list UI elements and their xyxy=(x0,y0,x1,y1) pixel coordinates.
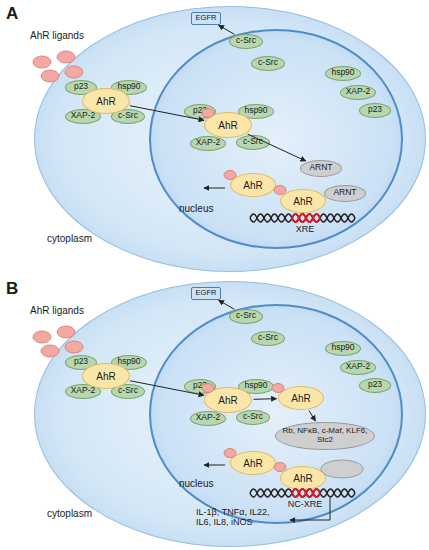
annotation-label: AhR ligands xyxy=(30,30,84,42)
protein-label: c-Src xyxy=(236,311,256,320)
partner-oval: Rb, NFκB, c-Maf, KLF6, Stc2 xyxy=(275,422,375,450)
region-label: cytoplasm xyxy=(47,508,92,519)
annotation-label: NC-XRE xyxy=(288,499,323,509)
protein-label: AhR xyxy=(293,473,312,484)
protein-label: AhR xyxy=(218,120,237,131)
protein-oval: c-Src xyxy=(251,331,285,346)
ahr-oval: AhR xyxy=(280,466,326,490)
protein-label: XAP-2 xyxy=(346,362,371,371)
protein-label: XAP-2 xyxy=(196,413,221,422)
arnt-oval: ARNT xyxy=(324,185,366,202)
protein-label: hsp90 xyxy=(331,343,354,352)
protein-label: c-Src xyxy=(243,412,263,421)
ligand-oval xyxy=(33,331,51,343)
protein-label: ARNT xyxy=(333,188,356,197)
protein-label: hsp90 xyxy=(244,381,267,390)
receptor-box: EGFR xyxy=(191,12,221,25)
protein-label: p23 xyxy=(368,380,382,389)
ahr-oval: AhR xyxy=(230,451,276,475)
annotation-label: AhR ligands xyxy=(30,305,84,317)
protein-oval: hsp90 xyxy=(325,66,361,81)
protein-label: AhR xyxy=(243,458,262,469)
protein-label: hsp90 xyxy=(331,68,354,77)
protein-oval: XAP-2 xyxy=(190,411,226,426)
protein-label: AhR xyxy=(293,196,312,207)
ahr-oval: AhR xyxy=(82,88,130,114)
protein-label: c-Src xyxy=(236,36,256,45)
protein-label: XAP-2 xyxy=(196,138,221,147)
protein-label: p23 xyxy=(368,105,382,114)
protein-label: XAP-2 xyxy=(71,386,96,395)
ligand-oval xyxy=(33,56,51,68)
ahr-oval: AhR xyxy=(204,387,252,413)
ahr-oval: AhR xyxy=(82,363,130,389)
protein-oval: c-Src xyxy=(236,135,270,150)
protein-label: AhR xyxy=(243,180,262,191)
protein-label: EGFR xyxy=(196,289,217,297)
panel-letter: A xyxy=(6,4,18,24)
ahr-oval: AhR xyxy=(280,189,326,213)
nucleus-ellipse: nucleusc-Srchsp90XAP-2p23p23AhRhsp90XAP-… xyxy=(149,304,403,524)
protein-label: p23 xyxy=(193,106,207,115)
protein-label: AhR xyxy=(96,371,115,382)
ahr-oval: AhR xyxy=(278,386,324,410)
ahr-oval: AhR xyxy=(204,112,252,138)
ahr-oval: AhR xyxy=(230,173,276,197)
protein-label: AhR xyxy=(96,96,115,107)
protein-oval: hsp90 xyxy=(325,341,361,356)
protein-label: AhR xyxy=(218,395,237,406)
protein-oval: c-Src xyxy=(229,309,263,324)
protein-label: XAP-2 xyxy=(346,87,371,96)
protein-oval: p23 xyxy=(359,378,391,393)
protein-label: p23 xyxy=(74,357,88,366)
protein-oval: c-Src xyxy=(229,34,263,49)
protein-oval: p23 xyxy=(359,103,391,118)
protein-label: p23 xyxy=(193,381,207,390)
protein-label: p23 xyxy=(74,82,88,91)
region-label: nucleus xyxy=(179,203,213,214)
panel-letter: B xyxy=(6,279,18,299)
cell-ellipse: cytoplasmEGFRc-Srcp23AhRhsp90XAP-2c-Srcn… xyxy=(34,6,426,272)
region-label: cytoplasm xyxy=(47,233,92,244)
protein-oval: c-Src xyxy=(251,56,285,71)
protein-label: c-Src xyxy=(258,58,278,67)
protein-oval: XAP-2 xyxy=(340,360,376,375)
region-label: nucleus xyxy=(179,478,213,489)
annotation-label: IL-1β, TNFα, IL22, IL6, IL8, iNOS xyxy=(196,507,286,528)
protein-label: c-Src xyxy=(118,386,138,395)
protein-label: hsp90 xyxy=(244,106,267,115)
protein-label: AhR xyxy=(291,393,310,404)
protein-label: c-Src xyxy=(118,111,138,120)
nucleus-ellipse: nucleusc-Srchsp90XAP-2p23p23AhRhsp90XAP-… xyxy=(149,29,403,249)
receptor-box: EGFR xyxy=(191,287,221,300)
protein-label: ARNT xyxy=(309,163,332,172)
protein-oval: XAP-2 xyxy=(340,85,376,100)
protein-label: XAP-2 xyxy=(71,111,96,120)
protein-label: Rb, NFκB, c-Maf, KLF6, Stc2 xyxy=(276,427,374,445)
protein-label: c-Src xyxy=(258,333,278,342)
protein-oval: c-Src xyxy=(236,410,270,425)
protein-label: EGFR xyxy=(196,14,217,22)
protein-oval: XAP-2 xyxy=(190,136,226,151)
annotation-label: XRE xyxy=(296,224,315,234)
arnt-oval: ARNT xyxy=(300,160,342,177)
protein-label: c-Src xyxy=(243,137,263,146)
